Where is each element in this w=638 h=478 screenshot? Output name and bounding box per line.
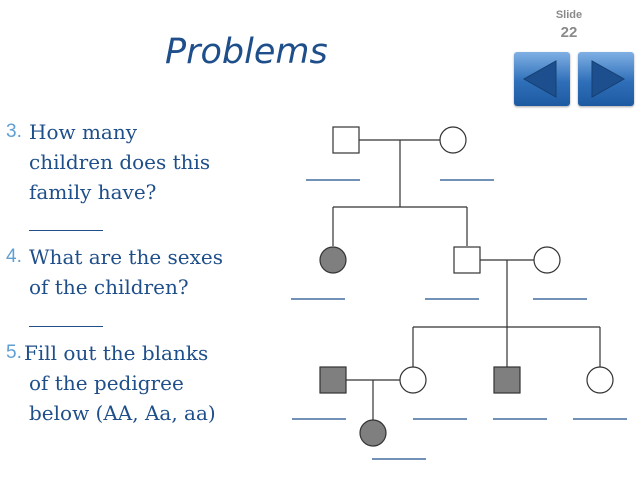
question-5-number: 5.: [6, 342, 22, 363]
unaffected-female-symbol: [533, 246, 561, 274]
question-5: 5. Fill out the blanks of the pedigree b…: [6, 338, 216, 428]
affected-female-symbol: [319, 246, 347, 274]
affected-female-symbol: [359, 419, 387, 447]
page-title: Problems: [165, 32, 328, 72]
unaffected-female-symbol: [586, 366, 614, 394]
next-slide-button[interactable]: [578, 52, 634, 106]
pedigree-lines: [332, 139, 601, 420]
question-4: 4. What are the sexes of the children?: [6, 242, 223, 302]
slide-label: Slide: [555, 9, 583, 21]
genotype-blanks: [291, 179, 627, 460]
affected-male-symbol: [319, 366, 347, 394]
question-3-number: 3.: [6, 121, 22, 142]
question-5-line-3: below (AA, Aa, aa): [29, 401, 216, 425]
triangle-right-icon: [591, 60, 626, 98]
question-3-answer-blank: [29, 230, 103, 231]
question-4-answer-blank: [29, 326, 103, 327]
question-4-line-2: of the children?: [29, 275, 189, 299]
question-3-line-3: family have?: [29, 180, 157, 204]
question-4-line-1: What are the sexes: [29, 245, 224, 269]
previous-slide-button[interactable]: [514, 52, 570, 106]
question-3: 3. How many children does this family ha…: [6, 117, 210, 207]
question-3-line-1: How many: [29, 120, 138, 144]
unaffected-female-symbol: [439, 126, 467, 154]
unaffected-male-symbol: [332, 126, 360, 154]
question-5-line-2: of the pedigree: [29, 371, 184, 395]
question-5-line-1: Fill out the blanks: [24, 341, 209, 365]
triangle-left-icon: [522, 60, 557, 98]
question-4-number: 4.: [6, 246, 22, 267]
unaffected-female-symbol: [399, 366, 427, 394]
slide-number: 22: [560, 24, 578, 41]
question-3-line-2: children does this: [29, 150, 211, 174]
unaffected-male-symbol: [453, 246, 481, 274]
affected-male-symbol: [493, 366, 521, 394]
